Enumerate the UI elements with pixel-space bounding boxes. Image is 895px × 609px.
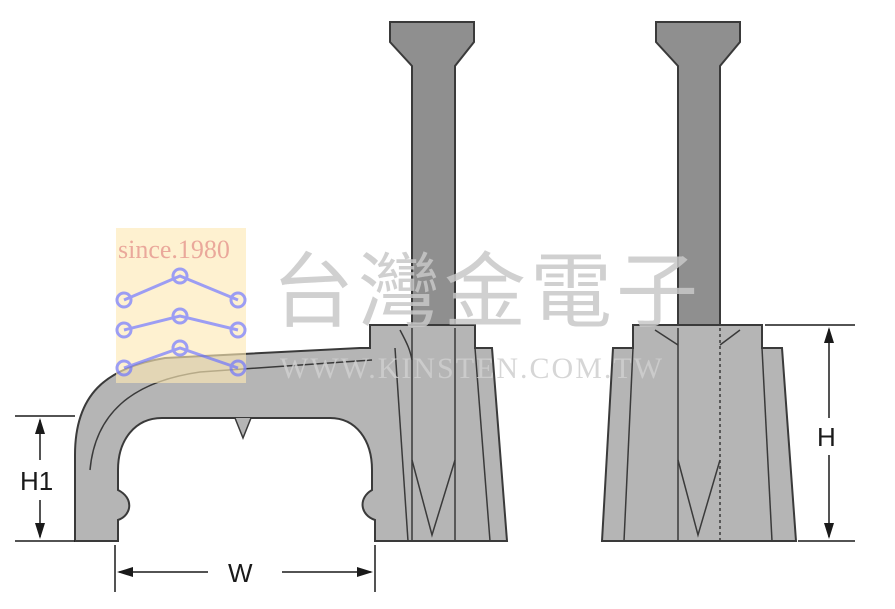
w-label: W [228, 558, 253, 588]
h-label: H [817, 422, 836, 452]
h1-label: H1 [20, 466, 53, 496]
dimension-h1 [15, 415, 75, 542]
watermark-logo-bg [116, 228, 246, 383]
side-block [600, 324, 798, 542]
front-center-notch [234, 417, 252, 441]
watermark-website: WWW.KINSTEN.COM.TW [280, 352, 664, 385]
watermark-since: since.1980 [118, 235, 230, 264]
side-view [600, 21, 798, 542]
front-block-lines [394, 328, 491, 542]
watermark-logo-mark [115, 267, 247, 377]
watermark: since.1980 台灣金電子 WWW.KINSTEN.COM.TW [115, 228, 702, 385]
side-block-lines [623, 328, 773, 542]
dimension-w [114, 545, 376, 592]
dimension-h [765, 324, 855, 542]
watermark-company-name: 台灣金電子 [272, 245, 702, 340]
